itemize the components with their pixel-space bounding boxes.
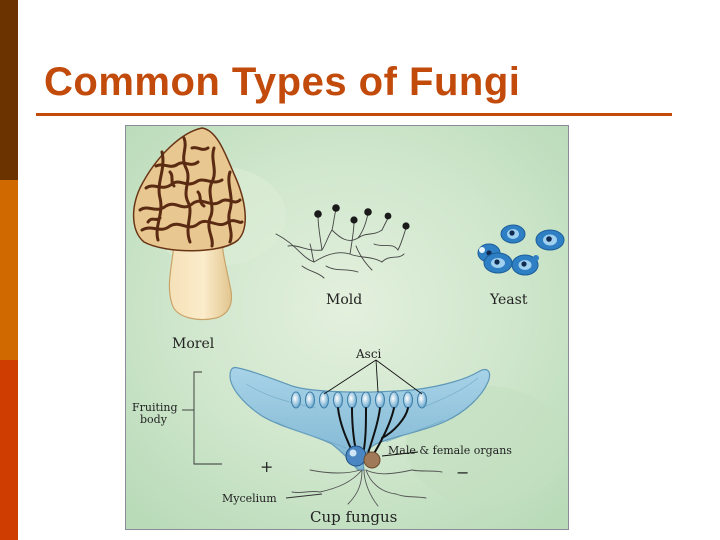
asci-row: [291, 391, 427, 409]
label-cup-fungus: Cup fungus: [310, 508, 397, 526]
label-mycelium: Mycelium: [222, 492, 277, 505]
cup-fungus-illustration: [182, 359, 491, 507]
label-fruiting-body-line1: Fruiting: [132, 401, 178, 414]
yeast-illustration: [477, 224, 565, 276]
slide-title: Common Types of Fungi: [44, 60, 521, 104]
sidebar-accent-dark: [0, 0, 18, 180]
label-minus: −: [456, 463, 469, 482]
label-asci: Asci: [355, 347, 382, 361]
sidebar-accent-orange: [0, 180, 18, 360]
mold-sporangia: [314, 204, 410, 230]
title-underline: [36, 113, 672, 116]
mold-illustration: [275, 209, 407, 279]
fungi-illustration: Morel Mold Yeast Asci Fruiting body Male…: [125, 125, 569, 530]
label-morel: Morel: [172, 336, 215, 352]
label-fruiting-body-line2: body: [140, 413, 168, 426]
label-male-female-organs: Male & female organs: [388, 444, 512, 457]
label-plus: +: [260, 457, 273, 476]
label-yeast: Yeast: [489, 292, 528, 308]
morel-illustration: [132, 127, 246, 321]
label-mold: Mold: [326, 292, 362, 308]
sidebar-accent-red: [0, 360, 18, 540]
